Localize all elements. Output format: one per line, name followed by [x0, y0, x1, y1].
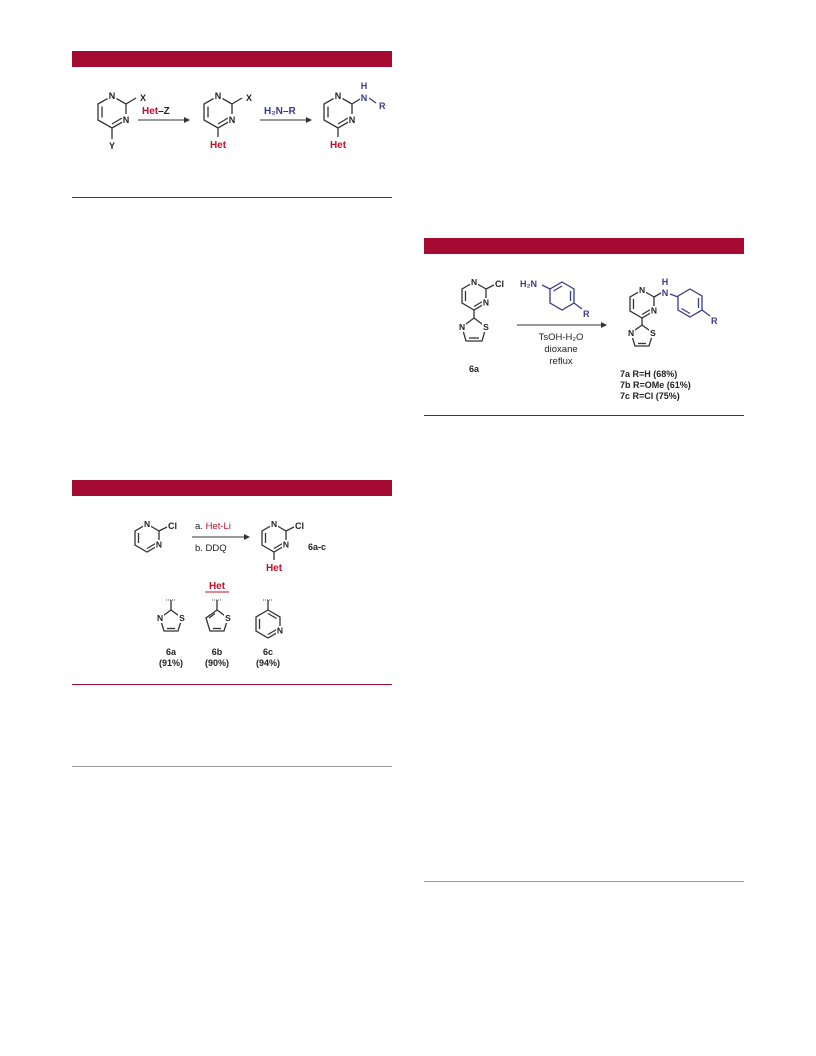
svg-text:(91%): (91%): [159, 658, 183, 668]
svg-text:6b: 6b: [212, 647, 223, 657]
scheme-3-bottom-rule: [424, 415, 744, 416]
svg-text:S: S: [225, 613, 231, 623]
scheme-1-figure: N N X Y Het–Z N N X Het H₂N–R N N: [97, 81, 386, 151]
reagent-amine: H₂N–R: [264, 106, 296, 117]
svg-text:R: R: [711, 316, 718, 326]
svg-text:Cl: Cl: [495, 279, 504, 289]
svg-text:Het: Het: [266, 563, 283, 574]
scheme-3-header-bar: [424, 238, 744, 254]
scheme-1-header-bar: [72, 51, 392, 67]
svg-text:Het: Het: [330, 140, 347, 151]
het-thiophene: S 6b (90%): [205, 599, 232, 668]
svg-text:N: N: [271, 519, 277, 529]
scheme-3-aniline: H₂N R: [520, 279, 590, 319]
scheme-1-starting-material: N N X Y: [97, 90, 146, 151]
product-7a: 7a R=H (68%): [620, 369, 677, 379]
scheme-3-starting-material: N N Cl N S 6a: [458, 277, 504, 374]
svg-text:X: X: [246, 93, 252, 103]
scheme-3-product: N N N H R N S: [627, 277, 718, 347]
svg-text:H: H: [662, 277, 669, 287]
het-header: Het: [209, 581, 226, 592]
svg-text:N: N: [639, 285, 645, 295]
atom-n3: N: [123, 115, 130, 125]
scheme-2-header-bar: [72, 480, 392, 496]
svg-text:N: N: [459, 322, 465, 332]
scheme-1-product: N N N H R Het: [323, 81, 386, 151]
product-7c: 7c R=Cl (75%): [620, 391, 680, 401]
condition-solvent: dioxane: [544, 344, 577, 355]
svg-text:N: N: [157, 613, 163, 623]
scheme-2-product: N N Cl Het 6a-c: [261, 519, 326, 574]
svg-text:(94%): (94%): [256, 658, 280, 668]
svg-text:R: R: [379, 101, 386, 111]
svg-text:N: N: [283, 540, 289, 550]
condition-temperature: reflux: [549, 356, 572, 367]
reagent-het-z: Het–Z: [142, 106, 170, 117]
scheme-2-starting-material: N N Cl: [134, 519, 177, 553]
svg-text:6a: 6a: [166, 647, 177, 657]
scheme-1-bottom-rule: [72, 197, 392, 198]
het-thiazole: N S 6a (91%): [156, 599, 186, 668]
svg-text:R: R: [583, 309, 590, 319]
svg-text:(90%): (90%): [205, 658, 229, 668]
svg-text:N: N: [361, 93, 368, 103]
condition-acid: TsOH-H₂O: [539, 332, 584, 343]
svg-text:N: N: [349, 115, 356, 125]
product-7b: 7b R=OMe (61%): [620, 380, 691, 390]
het-group: Het: [210, 140, 227, 151]
step-a: a. Het-Li: [195, 521, 231, 532]
substituent-x: X: [140, 93, 146, 103]
scheme-2-figure: N N Cl a. Het-Li b. DDQ N N Cl Het 6a-c …: [134, 519, 326, 668]
het-pyridine: N 6c (94%): [255, 599, 284, 668]
atom-n1: N: [109, 91, 116, 101]
svg-text:H₂N: H₂N: [520, 279, 537, 289]
svg-text:N: N: [662, 288, 669, 298]
svg-text:H: H: [361, 81, 368, 91]
svg-text:Cl: Cl: [295, 521, 304, 531]
svg-text:N: N: [215, 91, 222, 101]
scheme-3-figure: N N Cl N S 6a H₂N R TsOH-H₂O dioxane ref…: [458, 277, 718, 401]
svg-text:N: N: [335, 91, 342, 101]
svg-text:6c: 6c: [263, 647, 273, 657]
svg-text:N: N: [144, 519, 150, 529]
svg-text:N: N: [651, 306, 657, 316]
scheme-2-bottom-rule: [72, 684, 392, 685]
left-column-separator: [72, 766, 392, 767]
svg-text:N: N: [277, 626, 283, 636]
svg-text:S: S: [650, 328, 656, 338]
svg-text:N: N: [229, 115, 236, 125]
svg-text:N: N: [471, 277, 477, 287]
svg-text:N: N: [628, 328, 634, 338]
svg-text:N: N: [156, 540, 162, 550]
product-label: 6a-c: [308, 542, 326, 552]
scheme-1-intermediate: N N X Het: [203, 90, 252, 151]
right-column-separator: [424, 881, 744, 882]
svg-text:S: S: [179, 613, 185, 623]
step-b: b. DDQ: [195, 543, 227, 554]
compound-label-6a: 6a: [469, 364, 480, 374]
svg-text:Cl: Cl: [168, 521, 177, 531]
svg-text:N: N: [483, 298, 489, 308]
svg-text:S: S: [483, 322, 489, 332]
substituent-y: Y: [109, 141, 115, 151]
